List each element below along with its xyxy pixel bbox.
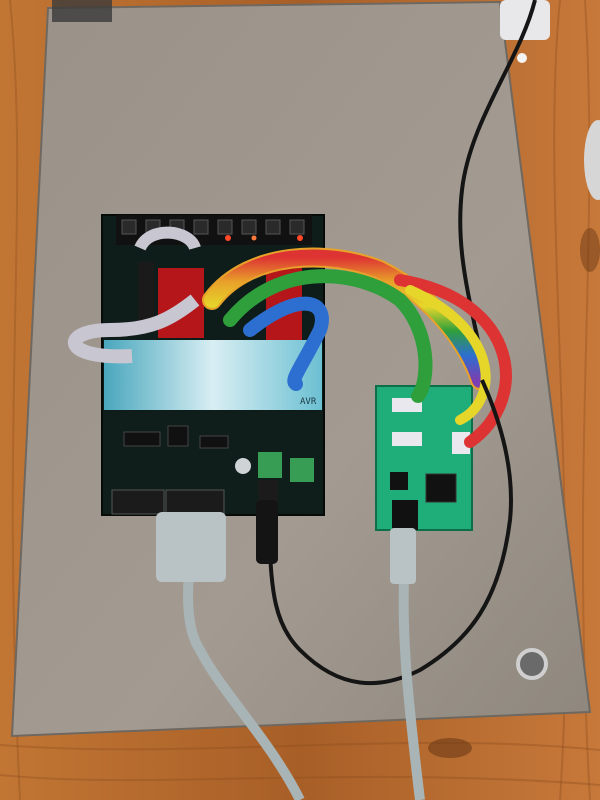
rainbow-ribbon-cables xyxy=(107,247,512,448)
round-object xyxy=(584,120,600,200)
mat-grommet xyxy=(516,648,548,680)
ic-chip xyxy=(167,425,189,447)
db9-connector xyxy=(111,489,165,515)
ic-chip xyxy=(390,472,408,490)
board-silkscreen-label: AVR xyxy=(300,397,317,407)
ic-chip xyxy=(199,435,229,449)
plastic-bag xyxy=(52,0,112,22)
wood-knot xyxy=(428,738,472,758)
board-light-section xyxy=(104,340,322,410)
power-jack xyxy=(258,480,278,504)
green-pad xyxy=(290,458,314,482)
db9-plug xyxy=(156,512,226,582)
grey-ribbon-cable xyxy=(68,294,200,364)
ic-chip xyxy=(123,431,161,447)
ethernet-plug xyxy=(390,528,416,584)
cotton-swabs xyxy=(500,0,550,63)
green-pad xyxy=(258,452,282,478)
header-connector xyxy=(452,432,470,454)
power-plug xyxy=(256,500,278,564)
side-network-module xyxy=(375,385,473,531)
black-power-cable xyxy=(266,379,513,686)
db9-connector xyxy=(165,489,225,515)
rj45-jack xyxy=(392,500,418,530)
header-connector xyxy=(392,432,422,446)
ic-chip xyxy=(425,473,457,503)
wood-knot xyxy=(580,228,600,272)
grey-ethernet-cable xyxy=(398,579,425,800)
capacitor xyxy=(235,458,251,474)
board-buttons xyxy=(121,219,305,235)
black-ic xyxy=(138,262,154,328)
